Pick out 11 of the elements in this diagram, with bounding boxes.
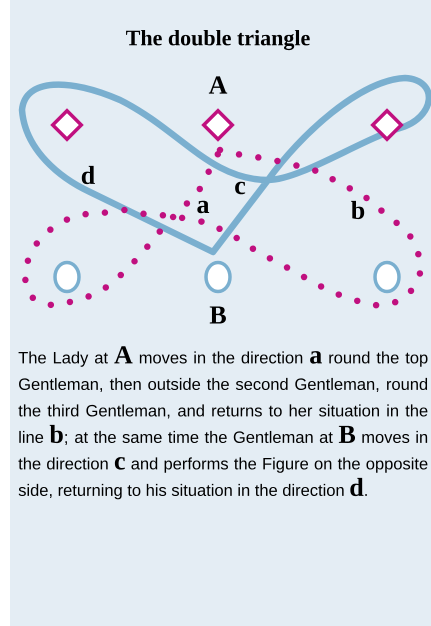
title: The double triangle — [126, 30, 310, 50]
circle-marker — [204, 260, 232, 294]
circle-marker — [53, 260, 81, 294]
letter-label: B — [210, 306, 226, 324]
letter-label: d — [82, 166, 95, 184]
letter-label: A — [208, 76, 228, 94]
letter-label: b — [351, 200, 364, 220]
letter-label: a — [197, 200, 210, 214]
circle-marker — [373, 260, 401, 294]
caption: The Lady at A moves in the direction a round the top Gentleman, then outside the second Gentleman, round the third Gentleman, and returns to her situation in the line b; at the same time the Gentleman at B moves in the direction c and performs the Figure on the opposite side, returning to his situation in the direction d. — [18, 346, 428, 500]
letter-label: c — [235, 182, 246, 194]
